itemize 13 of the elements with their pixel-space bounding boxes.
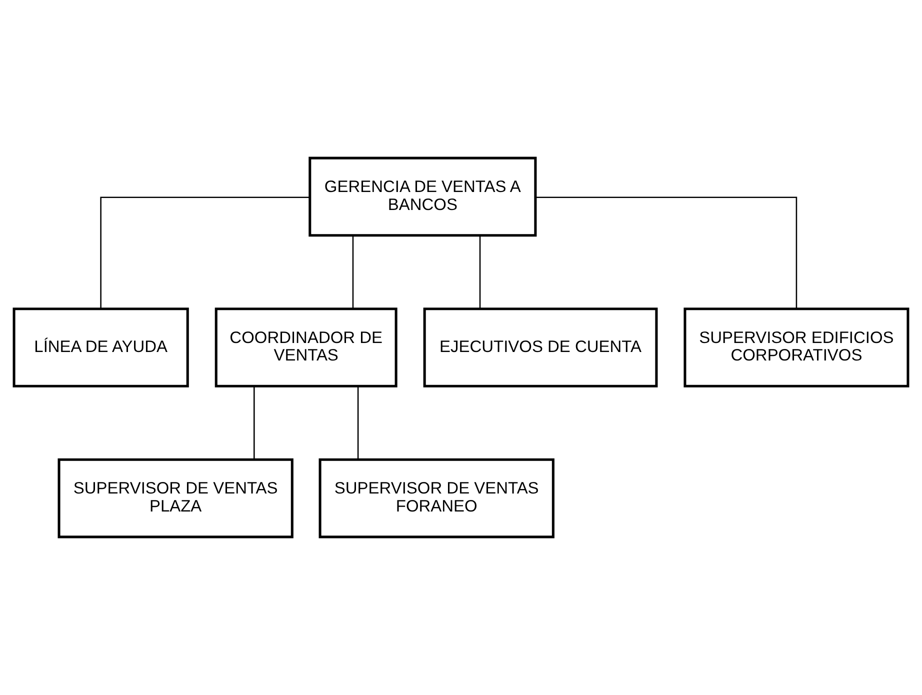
node-box: COORDINADOR DE VENTAS bbox=[214, 308, 398, 388]
node-box: LÍNEA DE AYUDA bbox=[12, 308, 189, 388]
node-box: SUPERVISOR EDIFICIOS CORPORATIVOS bbox=[684, 308, 910, 388]
connector bbox=[536, 196, 798, 309]
connector bbox=[479, 236, 481, 309]
node-box: EJECUTIVOS DE CUENTA bbox=[423, 308, 658, 388]
node-box: SUPERVISOR DE VENTAS PLAZA bbox=[58, 458, 294, 538]
connector bbox=[254, 386, 255, 460]
connector bbox=[100, 196, 310, 309]
connector bbox=[352, 236, 354, 309]
node-box: SUPERVISOR DE VENTAS FORANEO bbox=[318, 458, 554, 538]
connector bbox=[357, 386, 359, 460]
node-box: GERENCIA DE VENTAS A BANCOS bbox=[308, 156, 537, 237]
